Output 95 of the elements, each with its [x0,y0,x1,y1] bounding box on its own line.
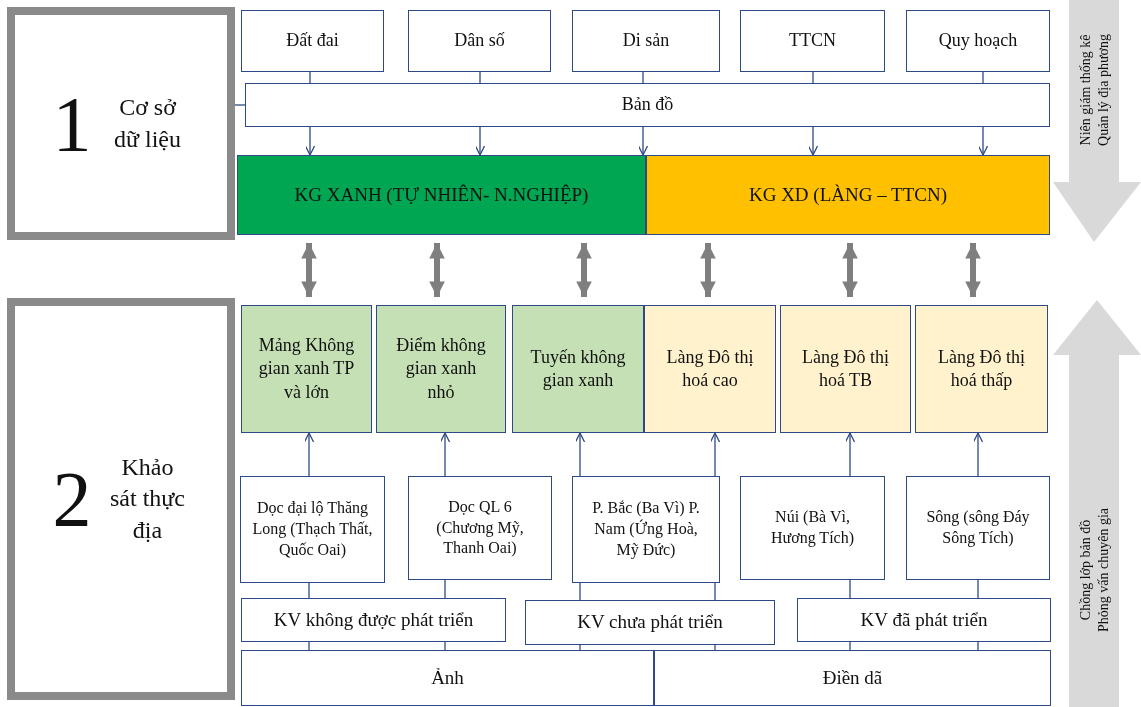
box-label: Làng Đô thị hoá cao [665,345,755,392]
type-box [915,305,1048,433]
category-bar [237,155,646,235]
box-label: Dọc QL 6 (Chương Mỹ, Thanh Oai) [435,496,525,559]
area-box [797,598,1051,642]
box-label: TTCN [789,29,836,53]
category-bar [646,155,1050,235]
arrow [304,126,316,156]
data-box [572,10,720,72]
connector-line [714,644,716,651]
data-box [408,10,551,72]
band-label: Niên giám thống kê [1076,34,1094,146]
type-box [780,305,911,433]
type-box [512,305,644,433]
box-label: Dọc đại lộ Thăng Long (Thạch Thất, Quốc Oai) [251,498,374,561]
double-arrow [301,243,317,297]
double-arrow [700,243,716,297]
location-box [740,476,885,580]
type-box [376,305,506,433]
box-label: KG XANH (TỰ NHIÊN- N.NGHIỆP) [294,182,589,207]
box-label: KV chưa phát triển [577,610,723,635]
double-arrow [842,243,858,297]
arrow [709,432,721,477]
area-box [241,598,506,642]
box-label: Làng Đô thị hoá thấp [937,345,1026,392]
arrow [977,126,989,156]
double-arrow [429,243,445,297]
connector-line [849,641,851,651]
section-number: 2 [52,460,92,538]
connector-line [444,641,446,651]
box-label: KV không được phát triển [273,607,474,632]
band-label: Chồng lớp bản đồ [1076,519,1094,621]
connector-line [849,579,851,599]
arrow [637,126,649,156]
source-box [654,650,1051,706]
arrow [574,432,586,477]
box-label: Sông (sông Đáy Sông Tích) [925,507,1031,549]
arrow [807,126,819,156]
connector-line [977,641,979,651]
data-box [241,10,384,72]
box-label: Ảnh [431,665,464,690]
section-number: 1 [52,84,92,163]
arrow [844,432,856,477]
connector-line [579,582,581,601]
double-arrow [965,243,981,297]
connector-line [982,71,984,84]
map-box [245,83,1050,127]
source-box [241,650,654,706]
connector-line [308,641,310,651]
section-title: Khảo sát thực địa [109,453,186,545]
box-label: Di sản [622,29,670,53]
band-label: Quản lý địa phương [1094,34,1112,146]
data-box [740,10,885,72]
box-label: Tuyến không gian xanh [529,345,627,392]
arrow [972,432,984,477]
connector-line [309,71,311,84]
connector-line [479,71,481,84]
location-box [906,476,1050,580]
box-label: KG XD (LÀNG – TTCN) [748,182,948,207]
type-box [644,305,776,433]
connector-line [234,104,246,106]
box-label: Bản đồ [621,93,674,117]
box-label: Đất đai [286,29,339,53]
connector-line [579,644,581,651]
box-label: P. Bắc (Ba Vì) P. Nam (Ứng Hoà, Mỹ Đức) [591,498,701,561]
data-box [906,10,1050,72]
section-box [7,298,235,700]
box-label: Làng Đô thị hoá TB [801,345,890,392]
box-label: Dân số [454,29,505,53]
connector-line [444,579,446,599]
location-box [572,476,720,583]
connector-line [642,71,644,84]
location-box [240,476,385,583]
box-label: Điền dã [822,665,883,690]
box-label: Mảng Không gian xanh TP và lớn [257,333,356,404]
section-box [7,7,235,240]
connector-line [308,582,310,599]
box-label: Điểm không gian xanh nhỏ [395,333,487,404]
up-arrow-band [1053,300,1141,707]
box-label: Núi (Bà Vì, Hương Tích) [769,507,855,549]
connector-line [812,71,814,84]
location-box [408,476,552,580]
arrow [474,126,486,156]
type-box [241,305,372,433]
band-label: Phỏng vấn chuyên gia [1094,508,1112,632]
area-box [525,600,775,645]
connector-line [977,579,979,599]
box-label: Quy hoạch [938,29,1018,53]
section-title: Cơ sở dữ liệu [113,93,182,154]
down-arrow-band [1053,0,1141,242]
box-label: KV đã phát triển [860,607,988,632]
arrow [303,432,315,477]
arrow [439,432,451,477]
double-arrow [576,243,592,297]
connector-line [714,582,716,601]
